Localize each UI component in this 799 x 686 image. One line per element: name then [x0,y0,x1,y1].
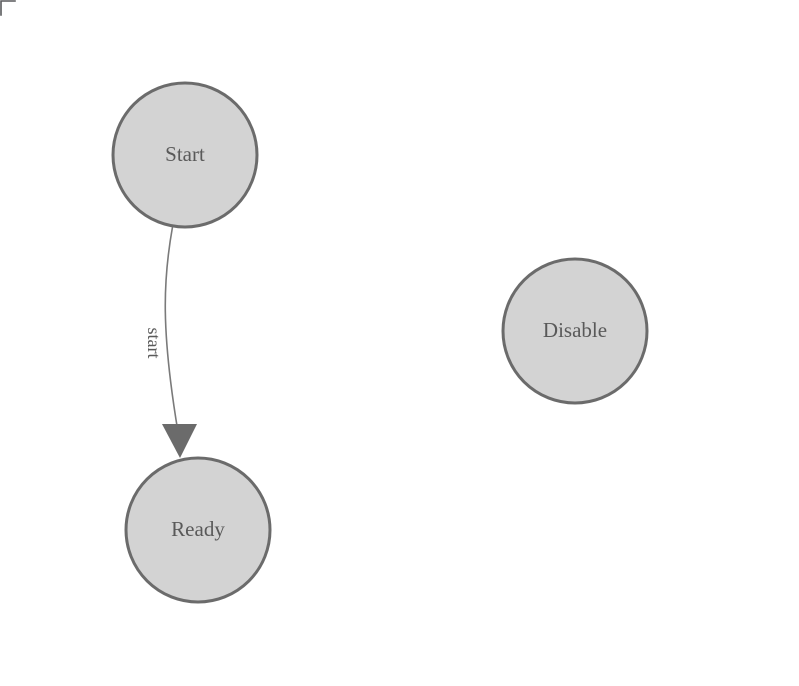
state-node-shape[interactable] [501,257,649,405]
arrowhead-icon [162,424,197,458]
state-node-disable[interactable]: Disable [501,257,649,405]
state-node-label: Start [165,142,205,166]
state-node-label: Disable [543,318,607,342]
corner-bracket-path [0,0,16,16]
state-node-start[interactable]: Start [111,81,259,229]
edges-layer: start [144,226,197,458]
edge-line [164,226,179,433]
state-node-shape[interactable] [124,456,272,604]
corner-bracket-icon [0,0,16,16]
edge-start-to-ready[interactable]: start [144,226,197,458]
state-node-shape[interactable] [111,81,259,229]
state-node-label: Ready [171,517,225,541]
edge-label: start [144,328,164,359]
state-node-ready[interactable]: Ready [124,456,272,604]
